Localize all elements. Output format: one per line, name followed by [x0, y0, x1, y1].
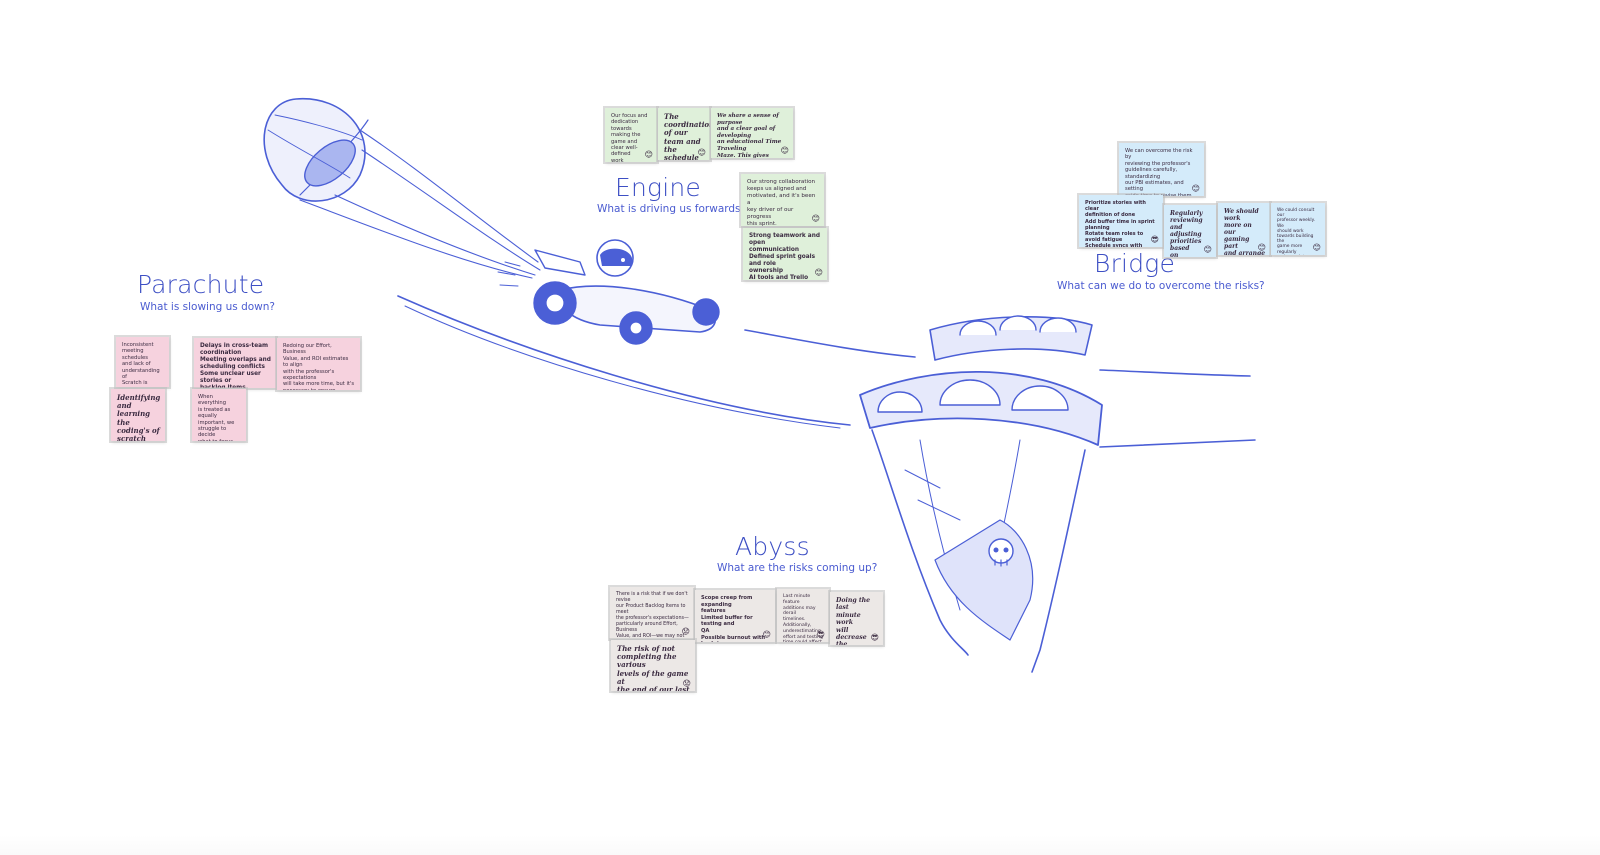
emoji-icon: 😊 [1257, 243, 1266, 252]
sticky-note-text: Redoing our Effort, Business Value, and … [283, 343, 355, 390]
sticky-note-text: Prioritize stories with clear definition… [1085, 200, 1155, 247]
section-subtitle-parachute: What is slowing us down? [140, 301, 275, 313]
sticky-note-text: Identifying and learning the coding's of… [117, 393, 161, 441]
emoji-icon: 😊 [1312, 243, 1321, 252]
section-title-engine[interactable]: Engine [615, 173, 702, 202]
sticky-note[interactable]: There is a risk that if we don't revise … [610, 587, 694, 639]
sticky-note[interactable]: Redoing our Effort, Business Value, and … [277, 338, 360, 390]
emoji-icon: 😊 [762, 630, 771, 639]
sticky-note[interactable]: We should work more on our gaming part a… [1218, 203, 1270, 255]
sticky-note[interactable]: Strong teamwork and open communication D… [743, 228, 827, 280]
sticky-note[interactable]: We could consult our professor weekly. W… [1271, 203, 1325, 255]
sticky-note-text: Inconsistent meeting schedules and lack … [122, 342, 160, 387]
sticky-note[interactable]: We share a sense of purpose and a clear … [711, 108, 793, 158]
sticky-note[interactable]: We can overcome the risk by reviewing th… [1119, 143, 1204, 196]
emoji-icon: 😊 [811, 214, 820, 223]
sticky-note-text: Our strong collaboration keeps us aligne… [747, 179, 816, 226]
sticky-note[interactable]: Prioritize stories with clear definition… [1079, 195, 1163, 247]
sticky-note-text: We share a sense of purpose and a clear … [717, 113, 782, 158]
sticky-note[interactable]: Scope creep from expanding features Limi… [695, 590, 775, 642]
sticky-note-text: Last minute feature additions may derail… [783, 594, 823, 642]
bridge-cliff-icon [859, 315, 1103, 673]
sticky-note[interactable]: Our strong collaboration keeps us aligne… [741, 174, 824, 226]
sticky-note[interactable]: Identifying and learning the coding's of… [111, 389, 165, 441]
section-title-abyss[interactable]: Abyss [735, 532, 810, 561]
emoji-icon: 😟 [682, 679, 691, 688]
emoji-icon: 😊 [814, 268, 823, 277]
race-car-icon [497, 239, 720, 345]
parachute-icon [263, 98, 541, 279]
emoji-icon: 😊 [780, 146, 789, 155]
section-title-parachute[interactable]: Parachute [137, 270, 265, 299]
sticky-note-text: Strong teamwork and open communication D… [749, 233, 820, 280]
sticky-note-text: We could consult our professor weekly. W… [1277, 208, 1316, 255]
sticky-note-text: We should work more on our gaming part a… [1224, 208, 1266, 255]
sticky-note-text: There is a risk that if we don't revise … [616, 592, 689, 639]
sticky-note[interactable]: Delays in cross-team coordination Meetin… [194, 338, 276, 388]
section-subtitle-engine: What is driving us forwards? [597, 203, 747, 215]
sticky-note-text: We can overcome the risk by reviewing th… [1125, 148, 1193, 196]
skull-icon [988, 538, 1014, 567]
emoji-icon: 😊 [697, 148, 706, 157]
emoji-icon: 😎 [816, 630, 825, 639]
sticky-note-text: The coordination of our team and the sch… [664, 112, 710, 160]
sticky-note[interactable]: When everything is treated as equally im… [192, 389, 246, 441]
sticky-note-text: Our focus and dedication towards making … [611, 113, 648, 162]
emoji-icon: 😎 [1150, 235, 1159, 244]
section-title-bridge[interactable]: Bridge [1094, 249, 1176, 278]
sticky-note-text: Delays in cross-team coordination Meetin… [200, 343, 271, 388]
emoji-icon: 😎 [870, 633, 879, 642]
section-subtitle-abyss: What are the risks coming up? [717, 562, 878, 574]
sticky-note[interactable]: The coordination of our team and the sch… [658, 108, 710, 160]
sticky-note[interactable]: Last minute feature additions may derail… [777, 589, 829, 642]
sticky-note-text: When everything is treated as equally im… [198, 394, 235, 441]
emoji-icon: 😟 [681, 627, 690, 636]
sticky-note[interactable]: Our focus and dedication towards making … [605, 108, 657, 162]
section-subtitle-bridge: What can we do to overcome the risks? [1057, 280, 1265, 292]
sticky-note[interactable]: Inconsistent meeting schedules and lack … [116, 337, 169, 387]
emoji-icon: 😊 [1203, 245, 1212, 254]
sticky-note[interactable]: Regularly reviewing and adjusting priori… [1164, 205, 1216, 257]
emoji-icon: 😊 [1191, 184, 1200, 193]
sticky-note-text: Scope creep from expanding features Limi… [701, 595, 766, 642]
sticky-note[interactable]: Doing the last minute work will decrease… [830, 592, 883, 645]
emoji-icon: 😊 [644, 150, 653, 159]
sticky-note[interactable]: The risk of not completing the various l… [611, 640, 695, 691]
sticky-note-text: The risk of not completing the various l… [617, 644, 690, 691]
sticky-note-text: Doing the last minute work will decrease… [836, 597, 871, 645]
sticky-note-text: Regularly reviewing and adjusting priori… [1170, 210, 1203, 257]
board-bottom-edge [0, 835, 1600, 855]
